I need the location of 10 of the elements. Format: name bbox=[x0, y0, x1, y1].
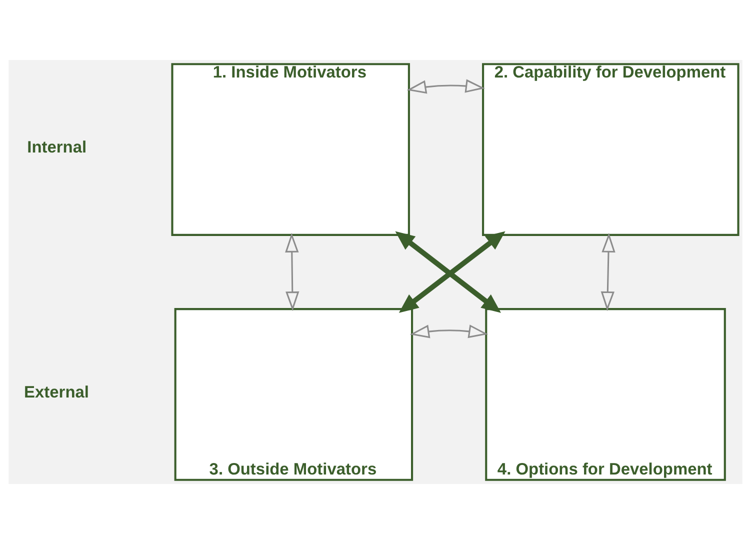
label: External bbox=[24, 383, 89, 402]
arrow bbox=[406, 79, 485, 94]
arrow bbox=[285, 232, 300, 312]
node-box: 4. Options for Development bbox=[485, 308, 726, 481]
node-box: 2. Capability for Development bbox=[482, 63, 740, 236]
label: Internal bbox=[27, 138, 87, 156]
node-box: 1. Inside Motivators bbox=[171, 63, 410, 236]
arrow bbox=[410, 324, 488, 338]
node-box: 3. Outside Motivators bbox=[174, 308, 414, 481]
arrow bbox=[600, 232, 616, 312]
